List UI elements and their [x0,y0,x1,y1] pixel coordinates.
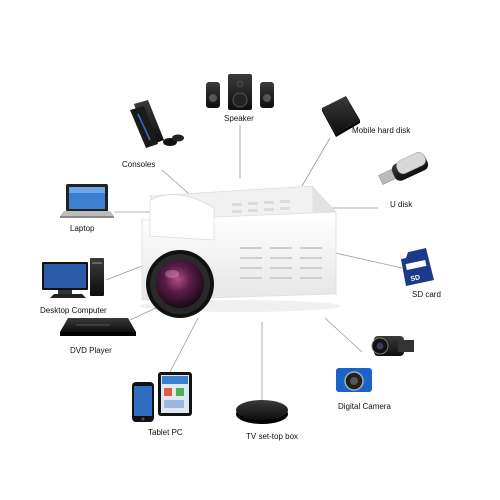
lens [156,260,204,308]
label-dvd-player: DVD Player [70,346,112,355]
label-digital-camera: Digital Camera [338,402,391,411]
line-desktop [105,265,143,281]
projector-icon [140,185,340,318]
line-tablet [169,317,199,373]
sd-card-text: SD [410,274,421,283]
label-desktop-computer: Desktop Computer [40,306,107,315]
label-tablet-pc: Tablet PC [148,428,183,437]
speaker-icon [206,74,274,110]
laptop-icon [60,184,114,218]
control-buttons [232,200,290,213]
console-icon [130,100,184,148]
vent-grille [240,247,322,279]
desktop-computer-icon [42,258,104,298]
dvd-player-icon [60,318,136,336]
label-speaker: Speaker [224,114,254,123]
digital-camera-icon [336,336,414,392]
line-mobile-hard-disk [301,137,331,187]
line-dvd [129,305,161,321]
label-sd-card: SD card [412,290,441,299]
sd-card-icon: SD [400,248,434,286]
label-u-disk: U disk [390,200,413,209]
label-laptop: Laptop [70,224,95,233]
set-top-box-icon [236,400,288,424]
tablet-pc-icon [132,372,192,422]
line-camera [324,317,363,353]
label-tv-set-top-box: TV set-top box [246,432,299,441]
label-consoles: Consoles [122,160,156,169]
label-mobile-hard-disk: Mobile hard disk [352,126,411,135]
usb-drive-icon [378,152,429,185]
hard-disk-icon [322,96,360,137]
